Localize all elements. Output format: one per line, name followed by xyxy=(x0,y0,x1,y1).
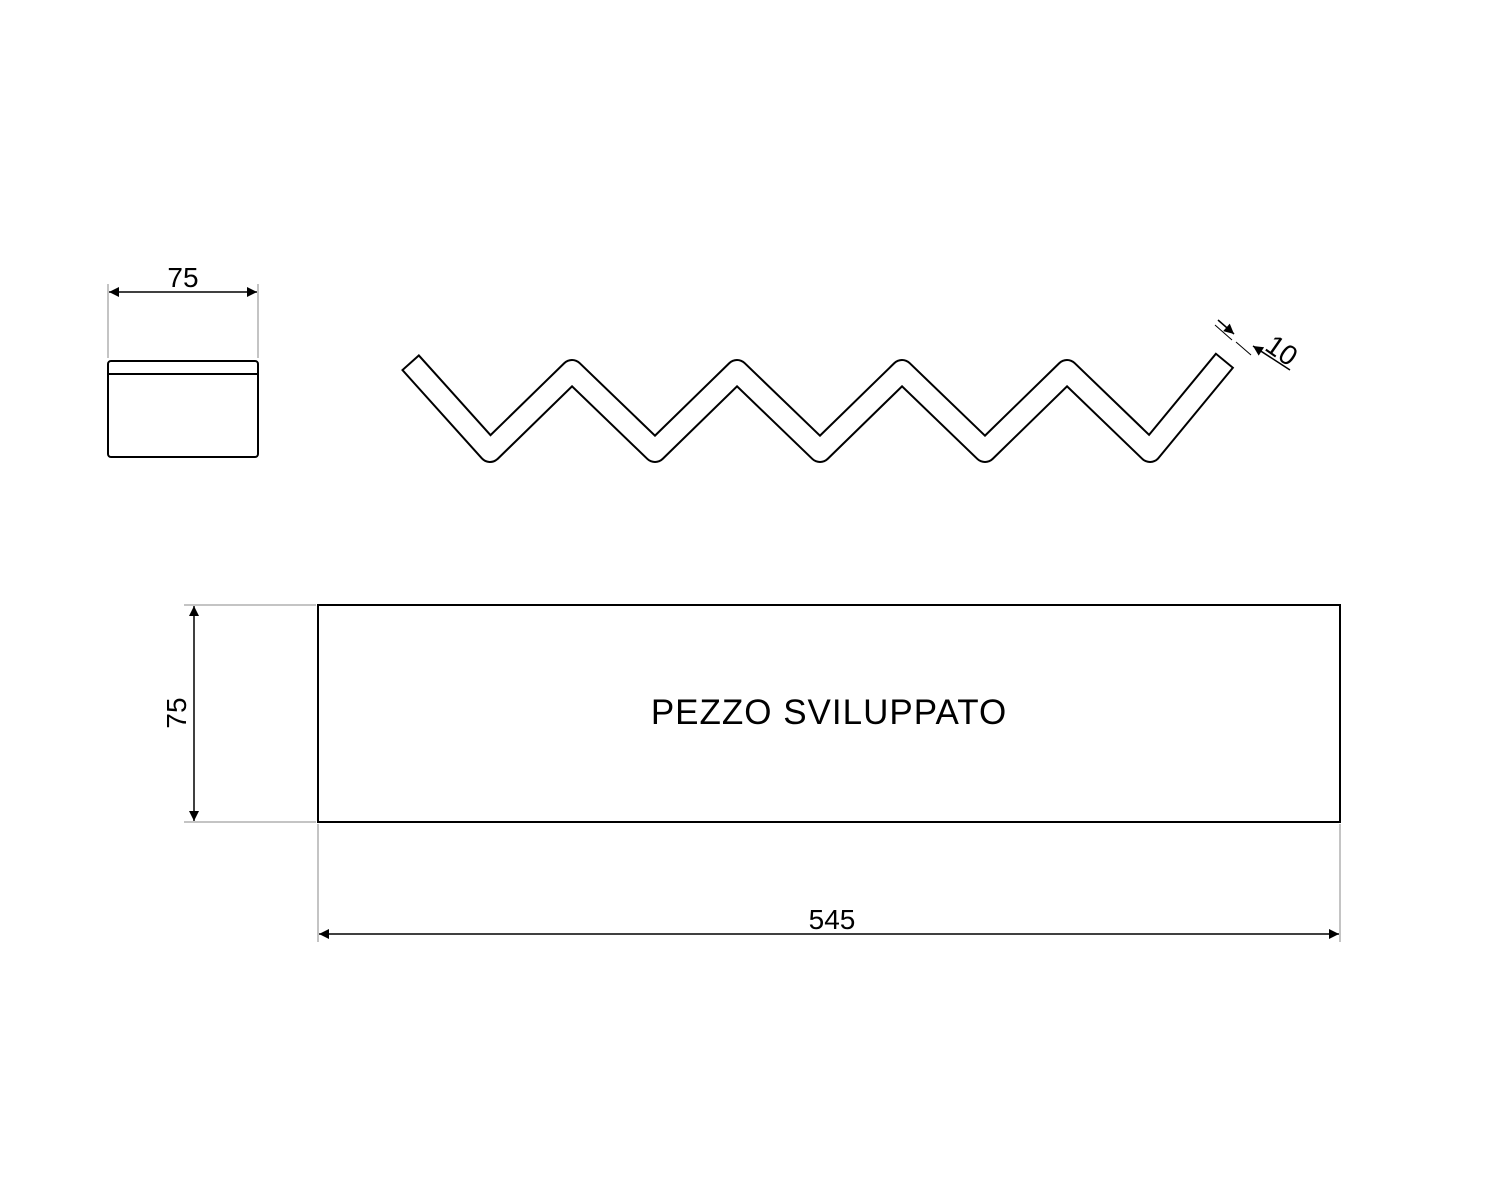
extension-line xyxy=(1235,341,1252,356)
flat-pattern-label: PEZZO SVILUPPATO xyxy=(651,693,1007,732)
side-view-outline xyxy=(107,360,259,458)
flat-length-dim: 545 xyxy=(809,904,856,935)
thickness-dim: 10 xyxy=(1260,329,1303,372)
profile-view: 10 xyxy=(401,319,1303,463)
profile-fill xyxy=(403,355,1232,461)
thickness-arrow xyxy=(1252,345,1291,371)
extension-line xyxy=(1214,324,1233,341)
thickness-arrow xyxy=(1217,319,1235,335)
flat-height-dim: 75 xyxy=(161,697,192,728)
flat-pattern: PEZZO SVILUPPATO 75 545 xyxy=(161,604,1341,942)
flat-pattern-outline xyxy=(317,604,1341,823)
side-view: 75 xyxy=(107,262,259,458)
side-width-dim: 75 xyxy=(167,262,198,293)
